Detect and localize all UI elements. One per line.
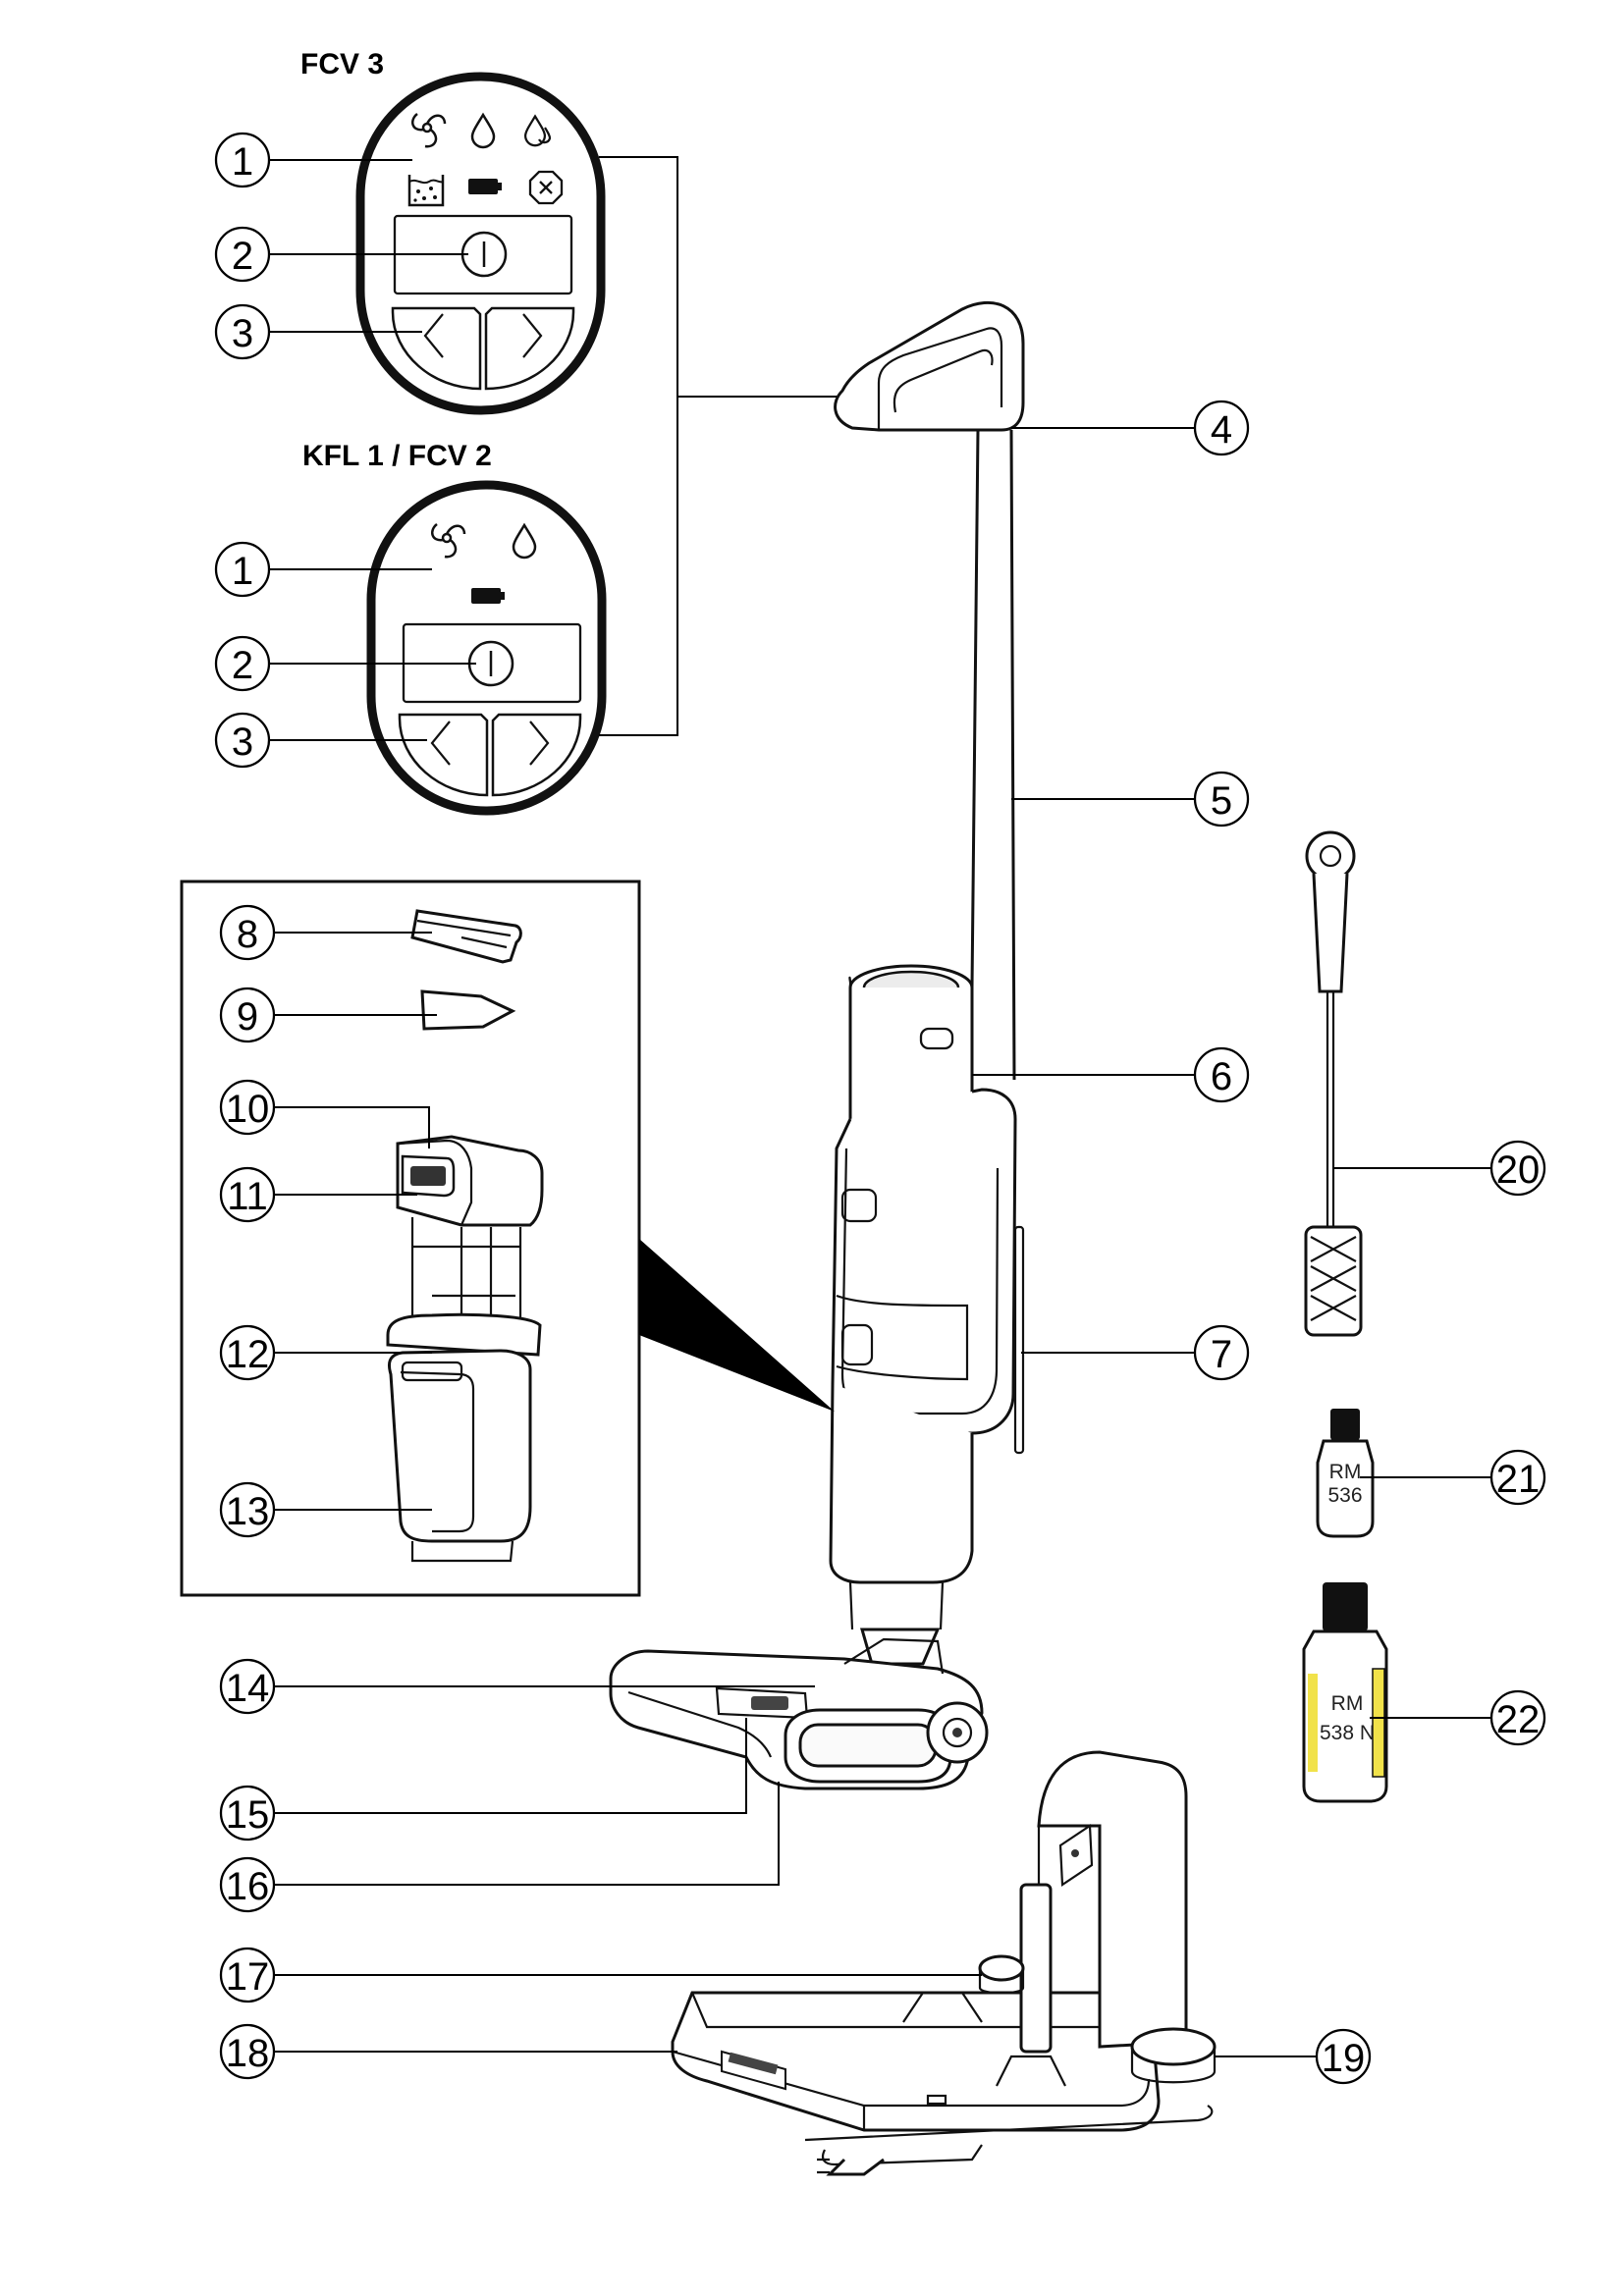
- battery-icon: [471, 588, 505, 604]
- callout-19: 19: [1315, 2028, 1372, 2085]
- leader-lines: [270, 159, 1490, 2057]
- arrow-left-icon: [423, 313, 444, 358]
- bottle-label-line2: 538 N: [1320, 1722, 1375, 1744]
- filter-cover: [410, 909, 522, 964]
- svg-text:13: 13: [226, 1490, 270, 1533]
- bottle-label-line2: 536: [1327, 1484, 1362, 1507]
- svg-text:5: 5: [1211, 779, 1232, 823]
- svg-text:10: 10: [226, 1088, 270, 1131]
- callout-13: 13: [219, 1481, 276, 1538]
- arrow-right-icon: [529, 721, 550, 766]
- callout-22: 22: [1489, 1689, 1546, 1746]
- detergent-bottle-small: RM 536: [1316, 1409, 1375, 1538]
- svg-text:2: 2: [232, 644, 253, 687]
- bottle-label-line1: RM: [1331, 1692, 1364, 1715]
- svg-text:1: 1: [232, 140, 253, 184]
- callout-18: 18: [219, 2023, 276, 2080]
- error-cross-icon: [528, 170, 564, 205]
- svg-text:1: 1: [232, 550, 253, 593]
- detergent-bottle-large: RM 538 N: [1302, 1582, 1388, 1803]
- callout-11: 11: [219, 1166, 276, 1223]
- callout-5: 5: [1193, 771, 1250, 828]
- panel-title-fcv3: FCV 3: [300, 48, 384, 80]
- callout-15: 15: [219, 1785, 276, 1842]
- battery-icon: [468, 179, 502, 194]
- svg-text:15: 15: [226, 1793, 270, 1837]
- cleaning-brush: [1304, 830, 1363, 1337]
- arrow-left-icon: [430, 721, 451, 766]
- callout-17: 17: [219, 1947, 276, 2003]
- docking-station: [671, 1750, 1217, 2176]
- callout-1-kfl1: 1: [214, 541, 271, 598]
- callout-6: 6: [1193, 1046, 1250, 1103]
- floor-cleaner-body: [829, 300, 1025, 1666]
- callout-14: 14: [219, 1658, 276, 1715]
- svg-text:9: 9: [237, 995, 258, 1039]
- callout-2-kfl1: 2: [214, 635, 271, 692]
- svg-text:3: 3: [232, 721, 253, 764]
- svg-text:6: 6: [1211, 1055, 1232, 1098]
- panel-title-kfl1: KFL 1 / FCV 2: [302, 440, 492, 472]
- svg-text:12: 12: [226, 1333, 270, 1376]
- svg-text:19: 19: [1322, 2037, 1366, 2080]
- svg-text:17: 17: [226, 1955, 270, 1999]
- svg-text:4: 4: [1211, 408, 1232, 452]
- floor-head: [609, 1637, 989, 1790]
- inset-pointer: [639, 1239, 835, 1412]
- panel-bracket: [599, 156, 842, 736]
- callout-3-fcv3: 3: [214, 303, 271, 360]
- callout-1-fcv3: 1: [214, 132, 271, 188]
- callout-8: 8: [219, 904, 276, 961]
- svg-text:22: 22: [1496, 1698, 1541, 1741]
- svg-text:18: 18: [226, 2032, 270, 2075]
- arrow-left-button-kfl1[interactable]: [398, 713, 489, 797]
- svg-text:14: 14: [226, 1667, 270, 1710]
- svg-text:16: 16: [226, 1865, 270, 1908]
- dirty-water-tank: [386, 1135, 544, 1563]
- svg-text:11: 11: [227, 1175, 268, 1218]
- callout-20: 20: [1489, 1140, 1546, 1197]
- svg-text:20: 20: [1496, 1148, 1541, 1192]
- svg-text:2: 2: [232, 235, 253, 278]
- svg-text:3: 3: [232, 312, 253, 355]
- callout-16: 16: [219, 1856, 276, 1913]
- dirty-water-tank-icon: [407, 175, 445, 207]
- arrow-right-button-kfl1[interactable]: [491, 713, 582, 797]
- callout-2-fcv3: 2: [214, 226, 271, 283]
- arrow-right-icon: [522, 313, 543, 358]
- svg-text:8: 8: [237, 913, 258, 956]
- callout-9: 9: [219, 987, 276, 1043]
- bottle-label-line1: RM: [1329, 1461, 1362, 1483]
- callout-12: 12: [219, 1324, 276, 1381]
- svg-text:7: 7: [1211, 1333, 1232, 1376]
- filter: [420, 989, 516, 1031]
- callout-10: 10: [219, 1079, 276, 1136]
- callout-3-kfl1: 3: [214, 712, 271, 769]
- callout-7: 7: [1193, 1324, 1250, 1381]
- svg-text:21: 21: [1496, 1458, 1541, 1501]
- handle: [834, 300, 1025, 432]
- callout-21: 21: [1489, 1449, 1546, 1506]
- double-drop-icon: [523, 115, 552, 147]
- callout-4: 4: [1193, 400, 1250, 456]
